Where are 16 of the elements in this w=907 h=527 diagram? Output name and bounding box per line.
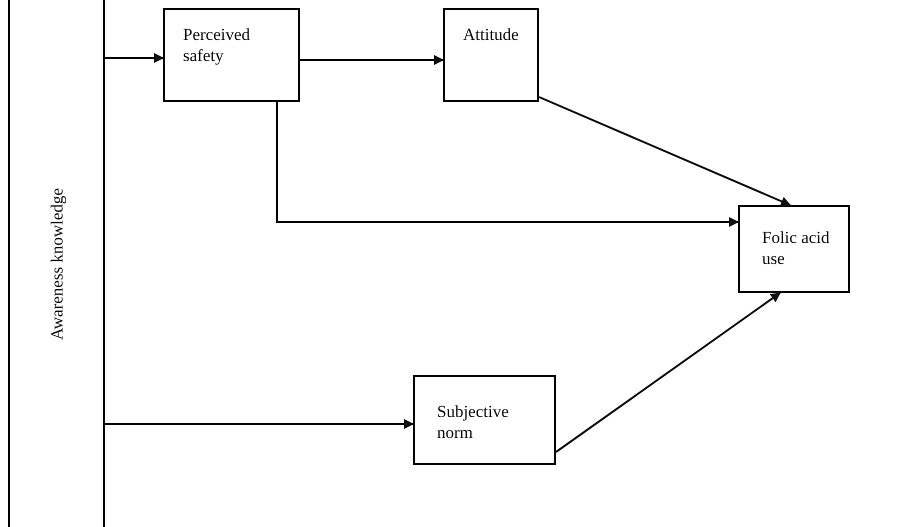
arrow [276, 102, 739, 227]
box-label: Awareness knowledge [46, 188, 68, 340]
process-box [163, 8, 300, 102]
box-label: Folic acid use [762, 227, 831, 270]
process-box [443, 8, 539, 102]
arrow [555, 292, 781, 453]
process-box [8, 0, 105, 527]
process-box [738, 205, 850, 293]
box-label: Attitude [463, 24, 520, 46]
arrow [538, 96, 791, 206]
process-box [413, 375, 556, 465]
arrow [105, 419, 414, 429]
arrow [105, 53, 164, 63]
arrow [300, 55, 444, 65]
box-label: Perceived safety [183, 24, 252, 66]
box-label: Subjective norm [437, 401, 510, 444]
